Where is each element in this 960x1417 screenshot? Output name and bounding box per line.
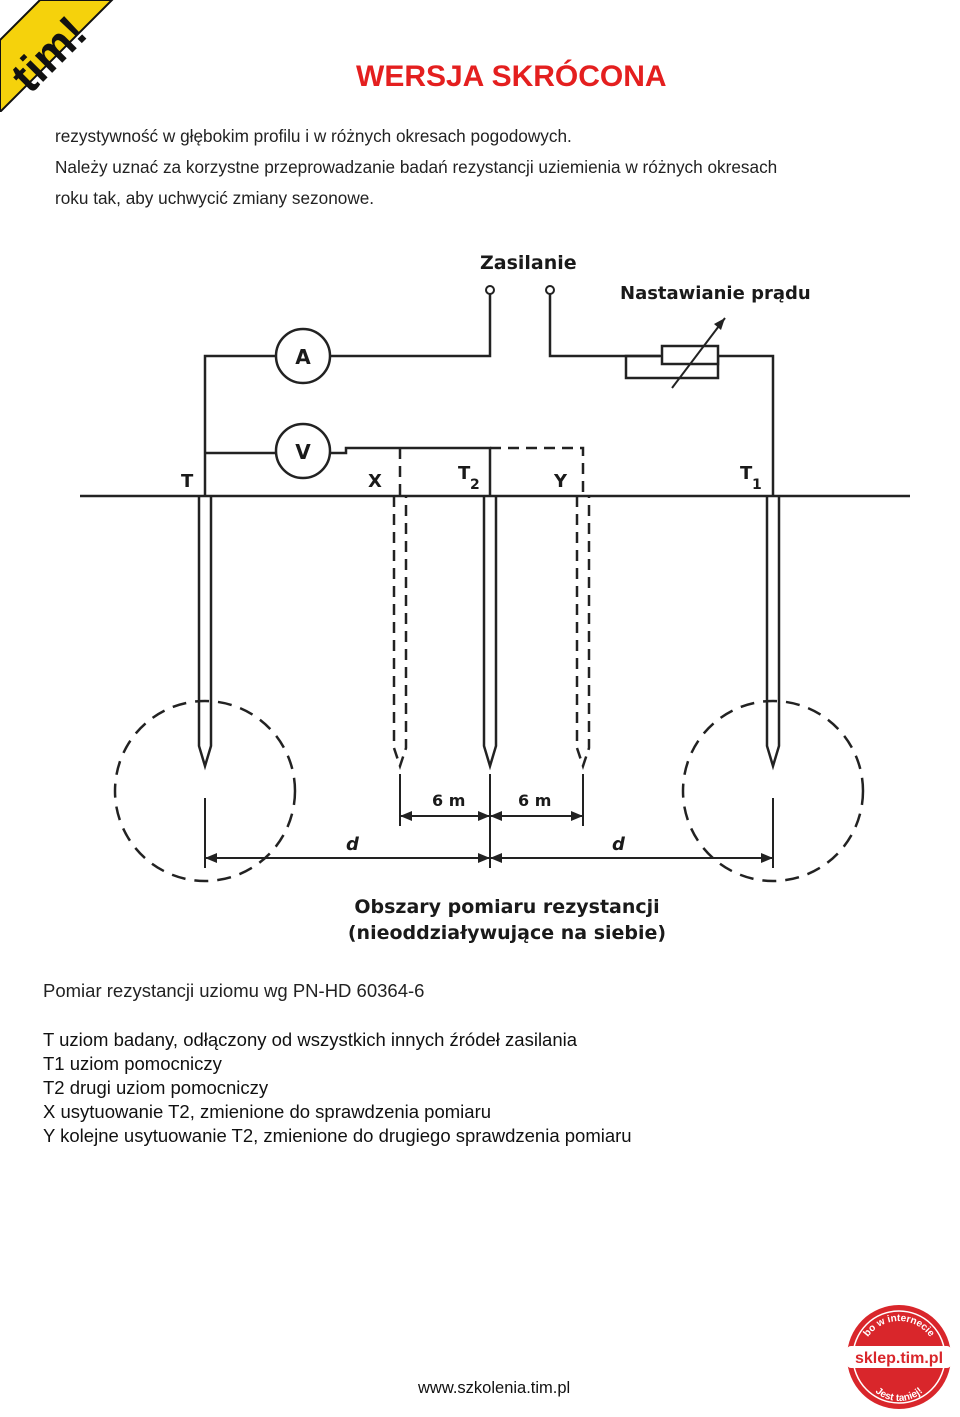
electrode-t2: [482, 496, 498, 771]
shop-badge[interactable]: bo w internecie sklep.tim.pl Jest taniej…: [843, 1303, 955, 1411]
legend-item: T uziom badany, odłączony od wszystkich …: [43, 1029, 578, 1050]
intro-text: rezystywność w głębokim profilu i w różn…: [55, 121, 945, 214]
electrode-x-label: X: [368, 471, 382, 492]
electrode-x: [392, 496, 408, 770]
electrode-t1-label: T: [740, 463, 753, 484]
distance-6m-right: 6 m: [518, 791, 551, 810]
electrode-t: [197, 496, 213, 771]
voltmeter-icon: [274, 422, 332, 480]
supply-terminal-icon: [485, 285, 495, 295]
legend-item: X usytuowanie T2, zmienione do sprawdzen…: [43, 1101, 492, 1122]
voltmeter-label: V: [295, 440, 311, 464]
ammeter-label: A: [295, 345, 311, 369]
legend-list: T uziom badany, odłączony od wszystkich …: [43, 1028, 632, 1148]
areas-label-line1: Obszary pomiaru rezystancji: [354, 896, 659, 918]
resistance-area-left: [113, 699, 297, 883]
electrode-t1: [765, 496, 781, 771]
legend-item: T2 drugi uziom pomocniczy: [43, 1077, 269, 1098]
ammeter-icon: [274, 327, 332, 385]
intro-line: rezystywność w głębokim profilu i w różn…: [55, 126, 572, 146]
supply-label: Zasilanie: [480, 252, 577, 274]
legend-item: Y kolejne usytuowanie T2, zmienione do d…: [43, 1125, 632, 1146]
tim-logo: tim!: [0, 0, 114, 112]
electrode-t2-subscript: 2: [470, 477, 480, 493]
electrode-y: [575, 496, 591, 770]
current-adjust-label: Nastawianie prądu: [620, 283, 811, 304]
distance-d-left: d: [346, 834, 360, 855]
page-title: WERSJA SKRÓCONA: [356, 60, 667, 93]
legend-item: T1 uziom pomocniczy: [43, 1053, 222, 1074]
distance-d-right: d: [612, 834, 626, 855]
svg-text:Jest taniej!: Jest taniej!: [873, 1386, 925, 1404]
footer-url[interactable]: www.szkolenia.tim.pl: [418, 1379, 571, 1397]
diagram-caption: Pomiar rezystancji uziomu wg PN-HD 60364…: [43, 980, 425, 1001]
rheostat-icon: [660, 344, 720, 366]
electrode-y-label: Y: [553, 471, 568, 492]
areas-label-line2: (nieoddziaływujące na siebie): [348, 922, 666, 944]
distance-6m-left: 6 m: [432, 791, 465, 810]
earth-resistance-diagram: A V Zasila: [80, 252, 910, 944]
electrode-t2-label: T: [458, 463, 471, 484]
intro-line: roku tak, aby uchwycić zmiany sezonowe.: [55, 188, 375, 208]
supply-terminal-icon: [545, 285, 555, 295]
electrode-t-label: T: [181, 471, 194, 492]
badge-bottom-text: Jest taniej!: [873, 1386, 925, 1404]
resistance-area-right: [681, 699, 865, 883]
intro-line: Należy uznać za korzystne przeprowadzani…: [55, 157, 778, 177]
badge-main-text: sklep.tim.pl: [855, 1350, 943, 1367]
electrode-t1-subscript: 1: [752, 477, 762, 493]
